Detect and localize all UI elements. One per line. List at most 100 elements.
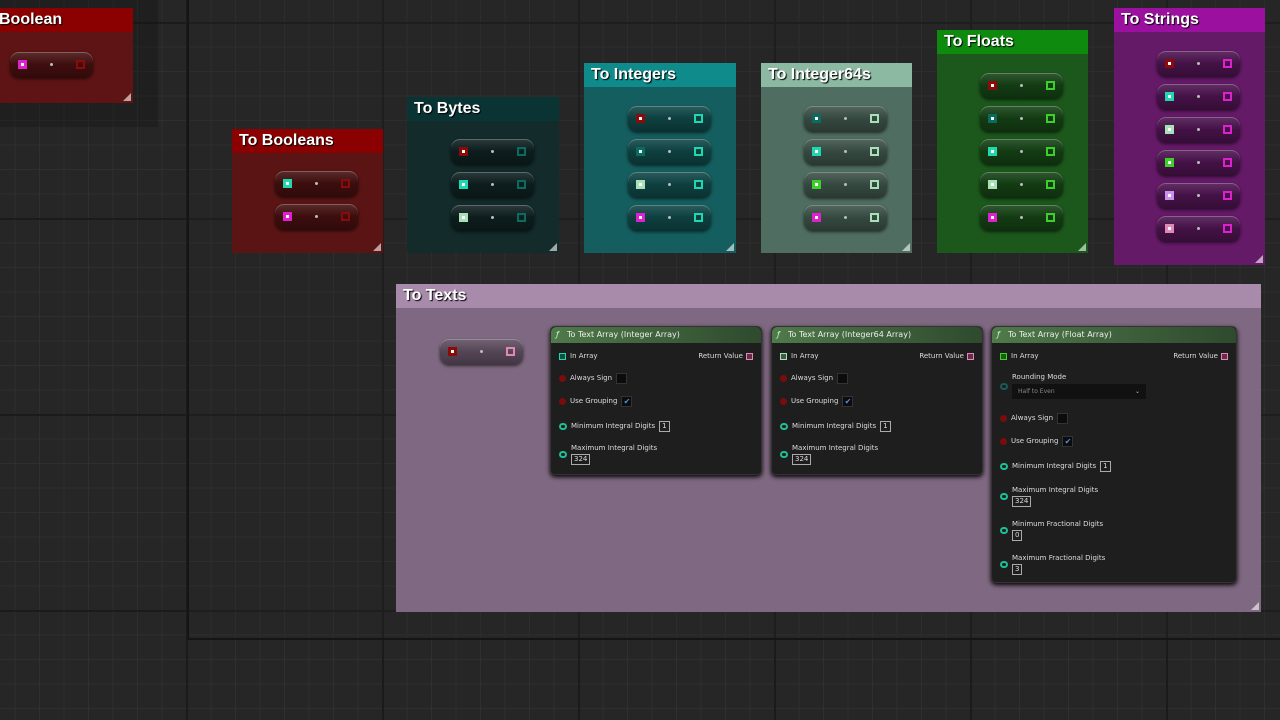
input-pin[interactable] [1165,92,1174,101]
conversion-node[interactable] [275,204,358,229]
input-pin[interactable] [988,180,997,189]
input-pin[interactable] [812,147,821,156]
conversion-node[interactable] [804,139,887,164]
max-integral-pin[interactable] [1000,492,1008,500]
conversion-node[interactable] [10,52,93,77]
output-pin[interactable] [694,180,703,189]
conversion-node[interactable] [980,106,1063,131]
input-pin[interactable] [636,213,645,222]
input-pin[interactable] [448,347,457,356]
group-to-bytes[interactable]: To Bytes [407,97,559,253]
conversion-node[interactable] [628,139,711,164]
output-pin[interactable] [517,180,526,189]
max-integral-pin[interactable] [780,450,788,458]
conversion-node[interactable] [1157,51,1240,76]
input-pin[interactable] [1165,224,1174,233]
always-sign-pin[interactable] [559,374,566,382]
conversion-node[interactable] [980,139,1063,164]
always-sign-checkbox[interactable] [616,372,628,384]
output-pin[interactable] [1046,213,1055,222]
resize-handle[interactable] [1078,243,1086,251]
output-pin[interactable] [341,212,350,221]
min-fractional-input[interactable]: 0 [1012,529,1023,541]
input-pin[interactable] [459,180,468,189]
rounding-mode-dropdown[interactable]: Half to Even⌄ [1012,384,1146,399]
conversion-node[interactable] [275,171,358,196]
output-pin[interactable] [1046,147,1055,156]
conversion-node[interactable] [804,106,887,131]
resize-handle[interactable] [1251,602,1259,610]
input-pin[interactable] [636,147,645,156]
max-integral-input[interactable]: 324 [792,453,812,465]
input-pin[interactable] [988,81,997,90]
output-pin[interactable] [1223,191,1232,200]
group-boolean[interactable]: Boolean [0,8,133,103]
conversion-node[interactable] [451,205,534,230]
in-array-pin[interactable] [1000,352,1007,360]
max-fractional-input[interactable]: 3 [1012,563,1023,575]
use-grouping-checkbox[interactable]: ✔ [842,395,854,407]
conversion-node[interactable] [451,139,534,164]
output-pin[interactable] [506,347,515,356]
group-to-integer64s[interactable]: To Integer64s [761,63,912,253]
input-pin[interactable] [1165,191,1174,200]
rounding-mode-pin[interactable] [1000,382,1008,390]
output-pin[interactable] [1223,158,1232,167]
output-pin[interactable] [1046,180,1055,189]
input-pin[interactable] [812,114,821,123]
output-pin[interactable] [694,147,703,156]
conversion-node[interactable] [628,205,711,230]
conversion-node[interactable] [451,172,534,197]
conversion-node[interactable] [1157,84,1240,109]
conversion-node[interactable] [804,172,887,197]
use-grouping-pin[interactable] [780,397,787,405]
always-sign-pin[interactable] [1000,414,1007,422]
output-pin[interactable] [870,180,879,189]
input-pin[interactable] [636,180,645,189]
input-pin[interactable] [459,147,468,156]
group-to-booleans[interactable]: To Booleans [232,129,383,253]
conversion-node[interactable] [1157,117,1240,142]
conversion-node[interactable] [1157,183,1240,208]
use-grouping-pin[interactable] [559,397,566,405]
conversion-node[interactable] [980,205,1063,230]
return-value-pin[interactable] [746,352,753,360]
return-value-pin[interactable] [967,352,974,360]
conversion-node[interactable] [1157,150,1240,175]
input-pin[interactable] [812,213,821,222]
in-array-pin[interactable] [559,352,566,360]
input-pin[interactable] [988,147,997,156]
output-pin[interactable] [1046,114,1055,123]
input-pin[interactable] [18,60,27,69]
always-sign-pin[interactable] [780,374,787,382]
use-grouping-pin[interactable] [1000,437,1007,445]
output-pin[interactable] [694,213,703,222]
always-sign-checkbox[interactable] [1057,412,1069,424]
max-fractional-pin[interactable] [1000,560,1008,568]
conversion-node[interactable] [1157,216,1240,241]
resize-handle[interactable] [549,243,557,251]
min-fractional-pin[interactable] [1000,526,1008,534]
min-integral-pin[interactable] [1000,462,1008,470]
input-pin[interactable] [812,180,821,189]
conversion-node[interactable] [980,172,1063,197]
conversion-node[interactable] [440,339,523,364]
max-integral-input[interactable]: 324 [571,453,591,465]
conversion-node[interactable] [628,172,711,197]
input-pin[interactable] [283,212,292,221]
output-pin[interactable] [517,147,526,156]
conversion-node[interactable] [804,205,887,230]
conversion-node[interactable] [628,106,711,131]
resize-handle[interactable] [902,243,910,251]
resize-handle[interactable] [1255,255,1263,263]
output-pin[interactable] [1223,92,1232,101]
min-integral-pin[interactable] [559,422,567,430]
input-pin[interactable] [636,114,645,123]
group-to-floats[interactable]: To Floats [937,30,1088,253]
